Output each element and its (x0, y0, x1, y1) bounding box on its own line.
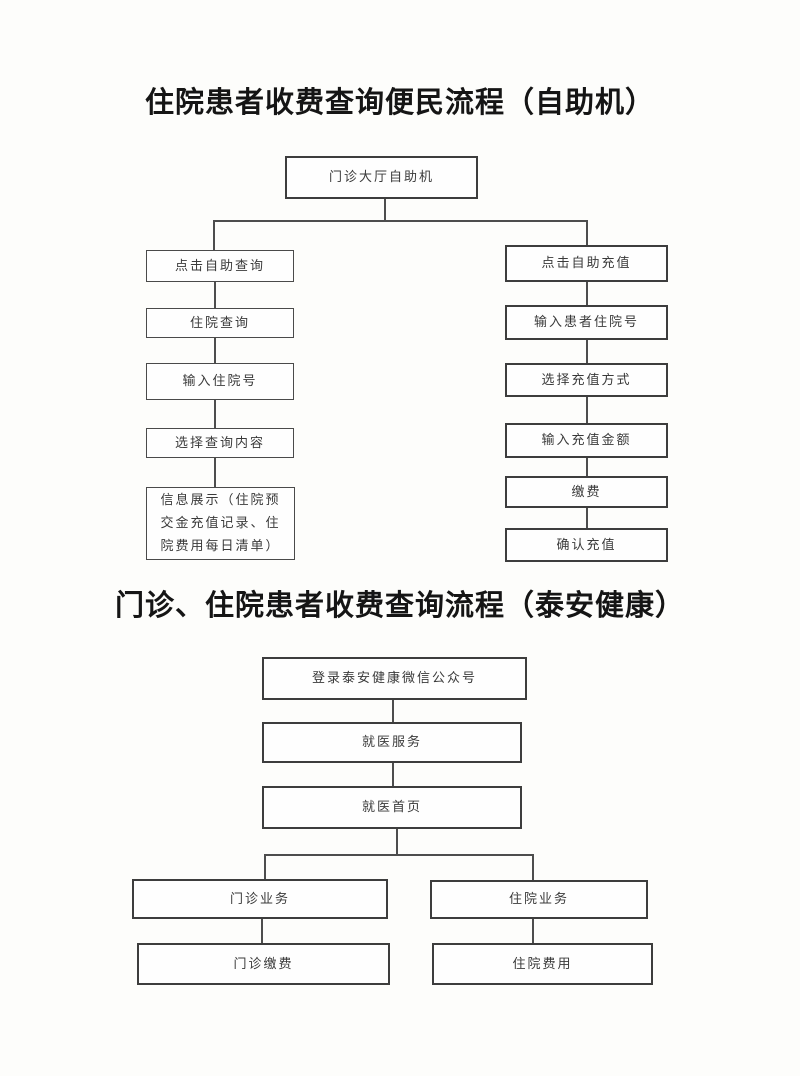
flow-node-inpatient-business: 住院业务 (430, 880, 648, 919)
flow-node-enter-patient-admission-number: 输入患者住院号 (505, 305, 668, 340)
chart2-title: 门诊、住院患者收费查询流程（泰安健康） (114, 590, 685, 622)
flow-node-click-self-query: 点击自助查询 (146, 250, 294, 282)
flow-node-medical-homepage: 就医首页 (262, 786, 522, 829)
chart1-title: 住院患者收费查询便民流程（自助机） (144, 87, 655, 119)
connector-left-2 (214, 338, 216, 363)
connector-right-1 (586, 282, 588, 305)
connector-branch-horizontal (213, 220, 588, 222)
connector-right-4 (586, 458, 588, 476)
connector-homepage-down (396, 829, 398, 856)
connector-outpatient-1 (261, 919, 263, 943)
connector-right-drop (586, 220, 588, 245)
connector-right-5 (586, 508, 588, 528)
connector-branch2-horizontal (264, 854, 534, 856)
flow-node-inpatient-query: 住院查询 (146, 308, 294, 338)
connector-right-2 (586, 340, 588, 363)
connector-outpatient-drop (264, 854, 266, 879)
flow-node-select-query-content: 选择查询内容 (146, 428, 294, 458)
flow-node-outpatient-business: 门诊业务 (132, 879, 388, 919)
connector-main-2 (392, 763, 394, 786)
flow-node-confirm-recharge: 确认充值 (505, 528, 668, 562)
connector-inpatient-1 (532, 919, 534, 943)
flow-node-login-wechat-account: 登录泰安健康微信公众号 (262, 657, 527, 700)
connector-main-1 (392, 700, 394, 722)
flow-node-click-self-recharge: 点击自助充值 (505, 245, 668, 282)
flow-node-enter-admission-number: 输入住院号 (146, 363, 294, 400)
connector-right-3 (586, 397, 588, 423)
connector-left-1 (214, 282, 216, 308)
flow-node-enter-recharge-amount: 输入充值金额 (505, 423, 668, 458)
flow-node-medical-service: 就医服务 (262, 722, 522, 763)
connector-root-down (384, 199, 386, 222)
flow-node-inpatient-fees: 住院费用 (432, 943, 653, 985)
connector-inpatient-drop (532, 854, 534, 880)
flow-node-info-display: 信息展示（住院预交金充值记录、住院费用每日清单） (146, 487, 295, 560)
flow-node-select-recharge-method: 选择充值方式 (505, 363, 668, 397)
flow-node-pay: 缴费 (505, 476, 668, 508)
flow-node-outpatient-payment: 门诊缴费 (137, 943, 390, 985)
connector-left-3 (214, 400, 216, 428)
flow-node-hall-kiosk: 门诊大厅自助机 (285, 156, 478, 199)
connector-left-4 (214, 458, 216, 487)
connector-left-drop (213, 220, 215, 250)
